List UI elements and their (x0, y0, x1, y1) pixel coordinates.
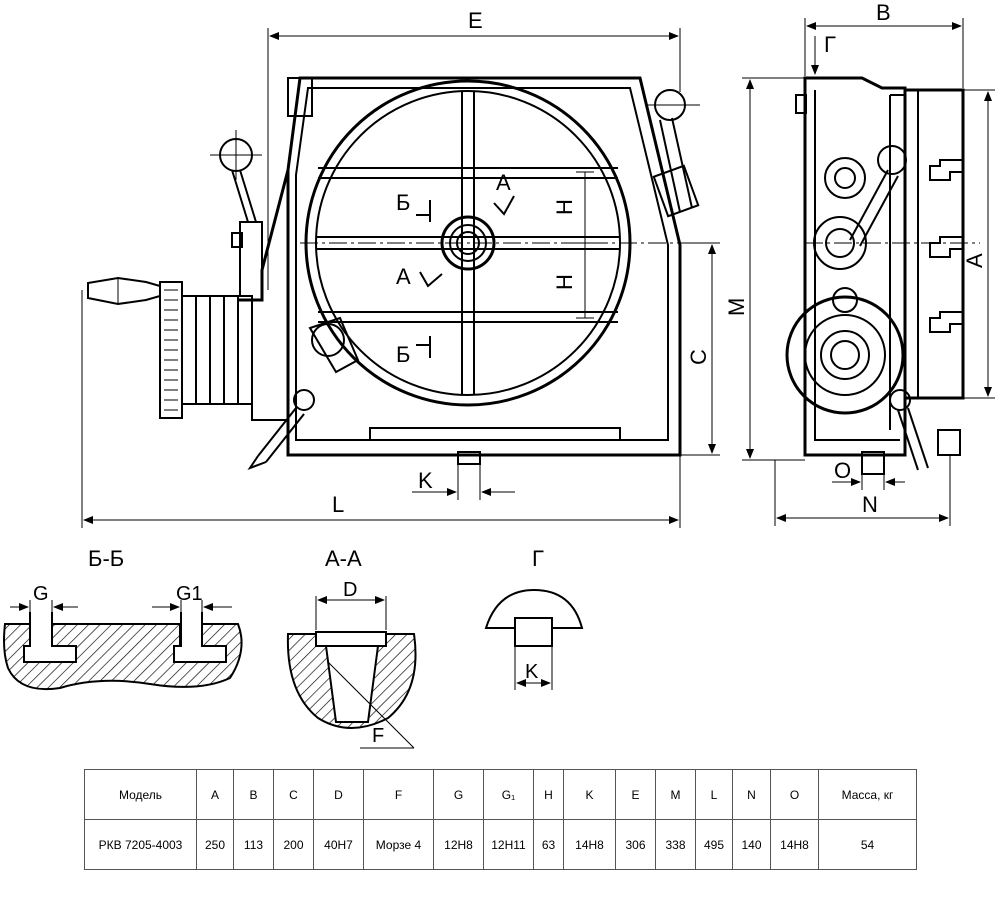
side-upper-boss (824, 157, 866, 199)
section-bb: Б-Б G G1 (3, 546, 243, 691)
base-foot (369, 427, 621, 440)
disc-clamp-knob (311, 323, 345, 357)
dimension-e: E (267, 8, 681, 290)
table-header-cell: G (433, 769, 484, 820)
center-bore (440, 215, 496, 271)
table-header-cell: B (233, 769, 274, 820)
table-cell: Морзе 4 (363, 819, 434, 870)
dimension-m: M (724, 77, 805, 461)
table-cell: 113 (233, 819, 274, 870)
crank-handle (87, 276, 161, 306)
front-view (87, 76, 720, 471)
side-housing-outline (803, 76, 907, 457)
table-cell: 495 (695, 819, 733, 870)
table-row: РКВ 7205-4003 250 113 200 40Н7 Морзе 4 1… (84, 819, 917, 870)
section-label-a-right: А (496, 170, 511, 195)
table-cell: 12Н8 (433, 819, 484, 870)
dim-label-d: D (343, 579, 357, 601)
table-cell: 14Н8 (563, 819, 616, 870)
table-cell: 140 (732, 819, 771, 870)
dial-knurling (164, 289, 178, 411)
dimension-c: C (680, 242, 720, 456)
table-header-cell: M (655, 769, 696, 820)
table-header-cell: E (615, 769, 656, 820)
view-g-detail: Г K (484, 546, 584, 690)
specification-table: Модель A B C D F G G₁ H K E M L N O Масс… (84, 769, 917, 870)
lower-lever-knob (293, 389, 315, 411)
dim-label-g: G (33, 583, 49, 605)
dim-label-m: M (724, 298, 749, 316)
dimension-n: N (774, 455, 951, 526)
table-cell: 54 (818, 819, 917, 870)
section-label-b-top: Б (396, 190, 410, 215)
table-cell: 250 (196, 819, 234, 870)
table-cell: 14Н8 (770, 819, 819, 870)
dimension-o: O (832, 458, 905, 490)
view-label-g: Г (824, 32, 836, 57)
table-header-cell: K (563, 769, 616, 820)
table-header-cell: F (363, 769, 434, 820)
side-lower-boss (785, 295, 905, 415)
side-view (785, 76, 980, 475)
view-arrow-g: Г (811, 32, 836, 75)
table-cell: 200 (273, 819, 314, 870)
table-header-cell: N (732, 769, 771, 820)
dim-label-n: N (862, 492, 878, 517)
technical-drawing: Б Б А А Н Н E L C K (3, 0, 995, 749)
table-cell: 63 (533, 819, 564, 870)
dimension-k-front: K (412, 464, 515, 500)
table-header-cell: L (695, 769, 733, 820)
dim-label-g1: G1 (176, 583, 203, 605)
dimension-l: L (81, 290, 681, 528)
table-cell: РКВ 7205-4003 (84, 819, 197, 870)
section-bb-title: Б-Б (88, 546, 124, 571)
table-header-cell: H (533, 769, 564, 820)
dim-label-h-top: Н (552, 199, 577, 215)
table-cell: 40Н7 (313, 819, 364, 870)
side-table-plate (903, 88, 965, 400)
table-cell: 306 (615, 819, 656, 870)
view-g-title: Г (532, 546, 544, 571)
dim-label-e: E (468, 8, 483, 33)
dim-label-h-bottom: Н (552, 274, 577, 290)
view-g-key-profile (484, 588, 584, 629)
dim-label-k-front: K (418, 468, 433, 493)
table-header-row: Модель A B C D F G G₁ H K E M L N O Масс… (84, 769, 917, 820)
dim-label-o: O (834, 458, 851, 483)
section-aa-title: А-А (325, 546, 362, 571)
table-header-cell: Масса, кг (818, 769, 917, 820)
table-header-cell: C (273, 769, 314, 820)
dim-label-l: L (332, 492, 344, 517)
section-label-b-bottom: Б (396, 342, 410, 367)
dim-label-c: C (686, 349, 711, 365)
table-header-cell: G₁ (483, 769, 534, 820)
table-header-cell: A (196, 769, 234, 820)
dim-label-b: B (876, 0, 891, 25)
table-header-cell: Модель (84, 769, 197, 820)
section-aa: А-А D F (286, 546, 417, 749)
dim-label-k-detail: K (525, 661, 539, 683)
dimension-a: A (962, 89, 995, 399)
dim-label-a: A (962, 253, 987, 268)
table-header-cell: O (770, 769, 819, 820)
table-cell: 12Н11 (483, 819, 534, 870)
table-header-cell: D (313, 769, 364, 820)
dimension-b: B (804, 0, 964, 88)
housing-outline (286, 76, 682, 457)
dim-label-f: F (372, 725, 384, 747)
top-lug (287, 77, 313, 117)
section-label-a-left: А (396, 264, 411, 289)
table-cell: 338 (655, 819, 696, 870)
